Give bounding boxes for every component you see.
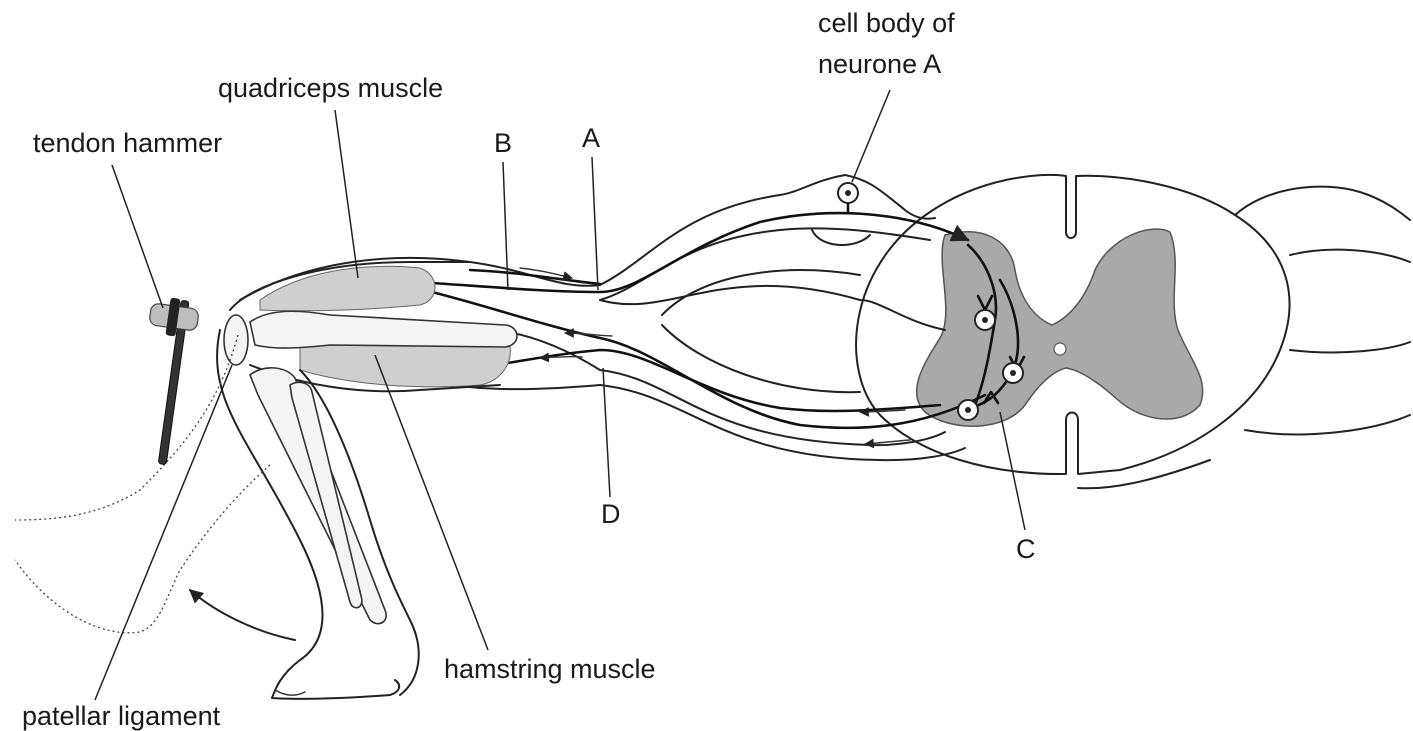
quadriceps-muscle: [260, 266, 435, 310]
foot: [272, 680, 399, 699]
spinal-nerve-outline-top: [600, 286, 945, 330]
cell-body-relay: [975, 310, 995, 330]
spinal-cord: [856, 175, 1410, 488]
cell-body-motor-hamstring: [958, 400, 978, 420]
impulse-arrows: [520, 268, 910, 444]
label-cell-body-line1: cell body of: [818, 8, 955, 38]
label-hamstring-muscle: hamstring muscle: [444, 654, 656, 684]
cell-body-neurone-a: [838, 183, 858, 203]
dorsal-root-outline-top: [600, 175, 935, 285]
central-canal: [1054, 343, 1066, 355]
swing-arrow: [190, 590, 295, 640]
leg: [15, 262, 517, 699]
femur: [250, 311, 517, 348]
grey-matter: [917, 229, 1203, 426]
cell-body-motor-quadriceps: [1003, 363, 1023, 383]
leader-lines: [95, 90, 1025, 700]
label-tendon-hammer: tendon hammer: [33, 128, 222, 158]
label-b: B: [494, 128, 512, 158]
label-quadriceps-muscle: quadriceps muscle: [218, 73, 443, 103]
dorsal-root-ganglion: [812, 230, 870, 245]
label-c: C: [1016, 534, 1036, 564]
tendon-hammer: [149, 297, 200, 464]
vertebra-outline: [1235, 187, 1410, 220]
swung-leg-outline: [15, 335, 238, 520]
label-cell-body-line2: neurone A: [818, 49, 941, 79]
nerve-b: [470, 270, 600, 284]
label-a: A: [582, 123, 600, 153]
label-d: D: [601, 499, 621, 529]
fibula: [290, 382, 362, 607]
label-patellar-ligament: patellar ligament: [22, 701, 221, 731]
